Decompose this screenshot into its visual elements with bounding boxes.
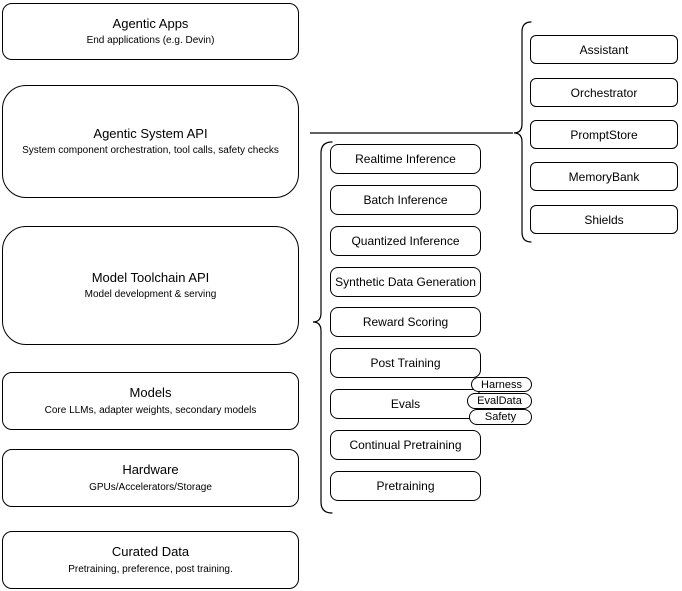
- box-subtitle: End applications (e.g. Devin): [86, 35, 215, 47]
- box-agentic-system-api: Agentic System API System component orch…: [2, 85, 299, 198]
- component-promptstore: PromptStore: [530, 120, 678, 149]
- box-subtitle: Core LLMs, adapter weights, secondary mo…: [44, 404, 257, 416]
- box-curated-data: Curated Data Pretraining, preference, po…: [2, 531, 299, 589]
- eval-tag-safety: Safety: [469, 409, 532, 425]
- component-shields: Shields: [530, 205, 678, 234]
- toolchain-item-pretraining: Pretraining: [330, 471, 481, 501]
- box-title: Agentic System API: [93, 125, 208, 141]
- box-hardware: Hardware GPUs/Accelerators/Storage: [2, 449, 299, 507]
- box-subtitle: Pretraining, preference, post training.: [68, 563, 233, 575]
- toolchain-item-quantized-inference: Quantized Inference: [330, 226, 481, 256]
- toolchain-item-realtime-inference: Realtime Inference: [330, 144, 481, 174]
- box-subtitle: System component orchestration, tool cal…: [22, 145, 279, 157]
- box-subtitle: GPUs/Accelerators/Storage: [89, 481, 212, 493]
- toolchain-item-reward-scoring: Reward Scoring: [330, 307, 481, 337]
- toolchain-item-synthetic-data-generation: Synthetic Data Generation: [330, 267, 481, 297]
- component-assistant: Assistant: [530, 35, 678, 64]
- toolchain-item-post-training: Post Training: [330, 348, 481, 378]
- eval-tag-evaldata: EvalData: [467, 393, 532, 409]
- box-title: Hardware: [122, 462, 179, 478]
- toolchain-item-continual-pretraining: Continual Pretraining: [330, 430, 481, 460]
- box-models: Models Core LLMs, adapter weights, secon…: [2, 372, 299, 430]
- box-agentic-apps: Agentic Apps End applications (e.g. Devi…: [2, 3, 299, 60]
- box-title: Models: [129, 385, 172, 401]
- box-subtitle: Model development & serving: [84, 289, 217, 301]
- eval-tag-harness: Harness: [471, 377, 532, 392]
- box-title: Model Toolchain API: [91, 269, 210, 285]
- box-model-toolchain-api: Model Toolchain API Model development & …: [2, 226, 299, 345]
- toolchain-item-evals: Evals: [330, 389, 481, 419]
- component-orchestrator: Orchestrator: [530, 78, 678, 107]
- box-title: Curated Data: [111, 544, 190, 560]
- box-title: Agentic Apps: [112, 15, 189, 31]
- component-memorybank: MemoryBank: [530, 162, 678, 191]
- components-brace: [513, 21, 532, 243]
- toolchain-item-batch-inference: Batch Inference: [330, 185, 481, 215]
